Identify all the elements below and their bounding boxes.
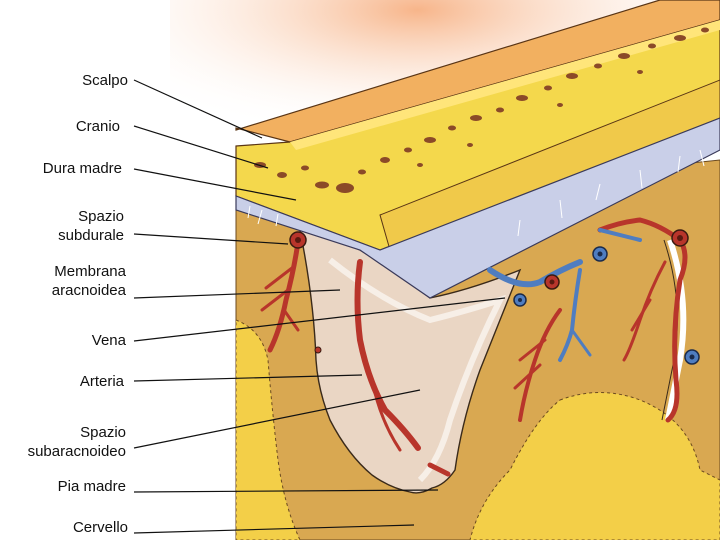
label-arteria: Arteria: [0, 372, 124, 391]
label-membrana-aracnoidea-line1: Membrana: [0, 262, 126, 281]
label-pia-madre: Pia madre: [0, 477, 126, 496]
label-spazio-subdurale: Spazio subdurale: [0, 207, 124, 245]
label-pia-madre-text: Pia madre: [58, 478, 126, 495]
label-vena: Vena: [0, 331, 126, 350]
label-dura-madre-text: Dura madre: [43, 160, 122, 177]
label-spazio-subaracnoideo-line2: subaracnoideo: [0, 442, 126, 461]
label-arteria-text: Arteria: [80, 373, 124, 390]
label-cervello-text: Cervello: [73, 519, 128, 536]
label-dura-madre: Dura madre: [0, 159, 122, 178]
label-scalpo: Scalpo: [0, 71, 128, 90]
label-membrana-aracnoidea-line2: aracnoidea: [0, 281, 126, 300]
label-spazio-subdurale-line2: subdurale: [0, 226, 124, 245]
label-cranio-text: Cranio: [76, 118, 120, 135]
label-cranio: Cranio: [0, 117, 120, 136]
label-scalpo-text: Scalpo: [82, 72, 128, 89]
label-membrana-aracnoidea: Membrana aracnoidea: [0, 262, 126, 300]
label-cervello: Cervello: [0, 518, 128, 537]
label-spazio-subaracnoideo-line1: Spazio: [0, 423, 126, 442]
label-spazio-subaracnoideo: Spazio subaracnoideo: [0, 423, 126, 461]
label-spazio-subdurale-line1: Spazio: [0, 207, 124, 226]
label-vena-text: Vena: [92, 332, 126, 349]
